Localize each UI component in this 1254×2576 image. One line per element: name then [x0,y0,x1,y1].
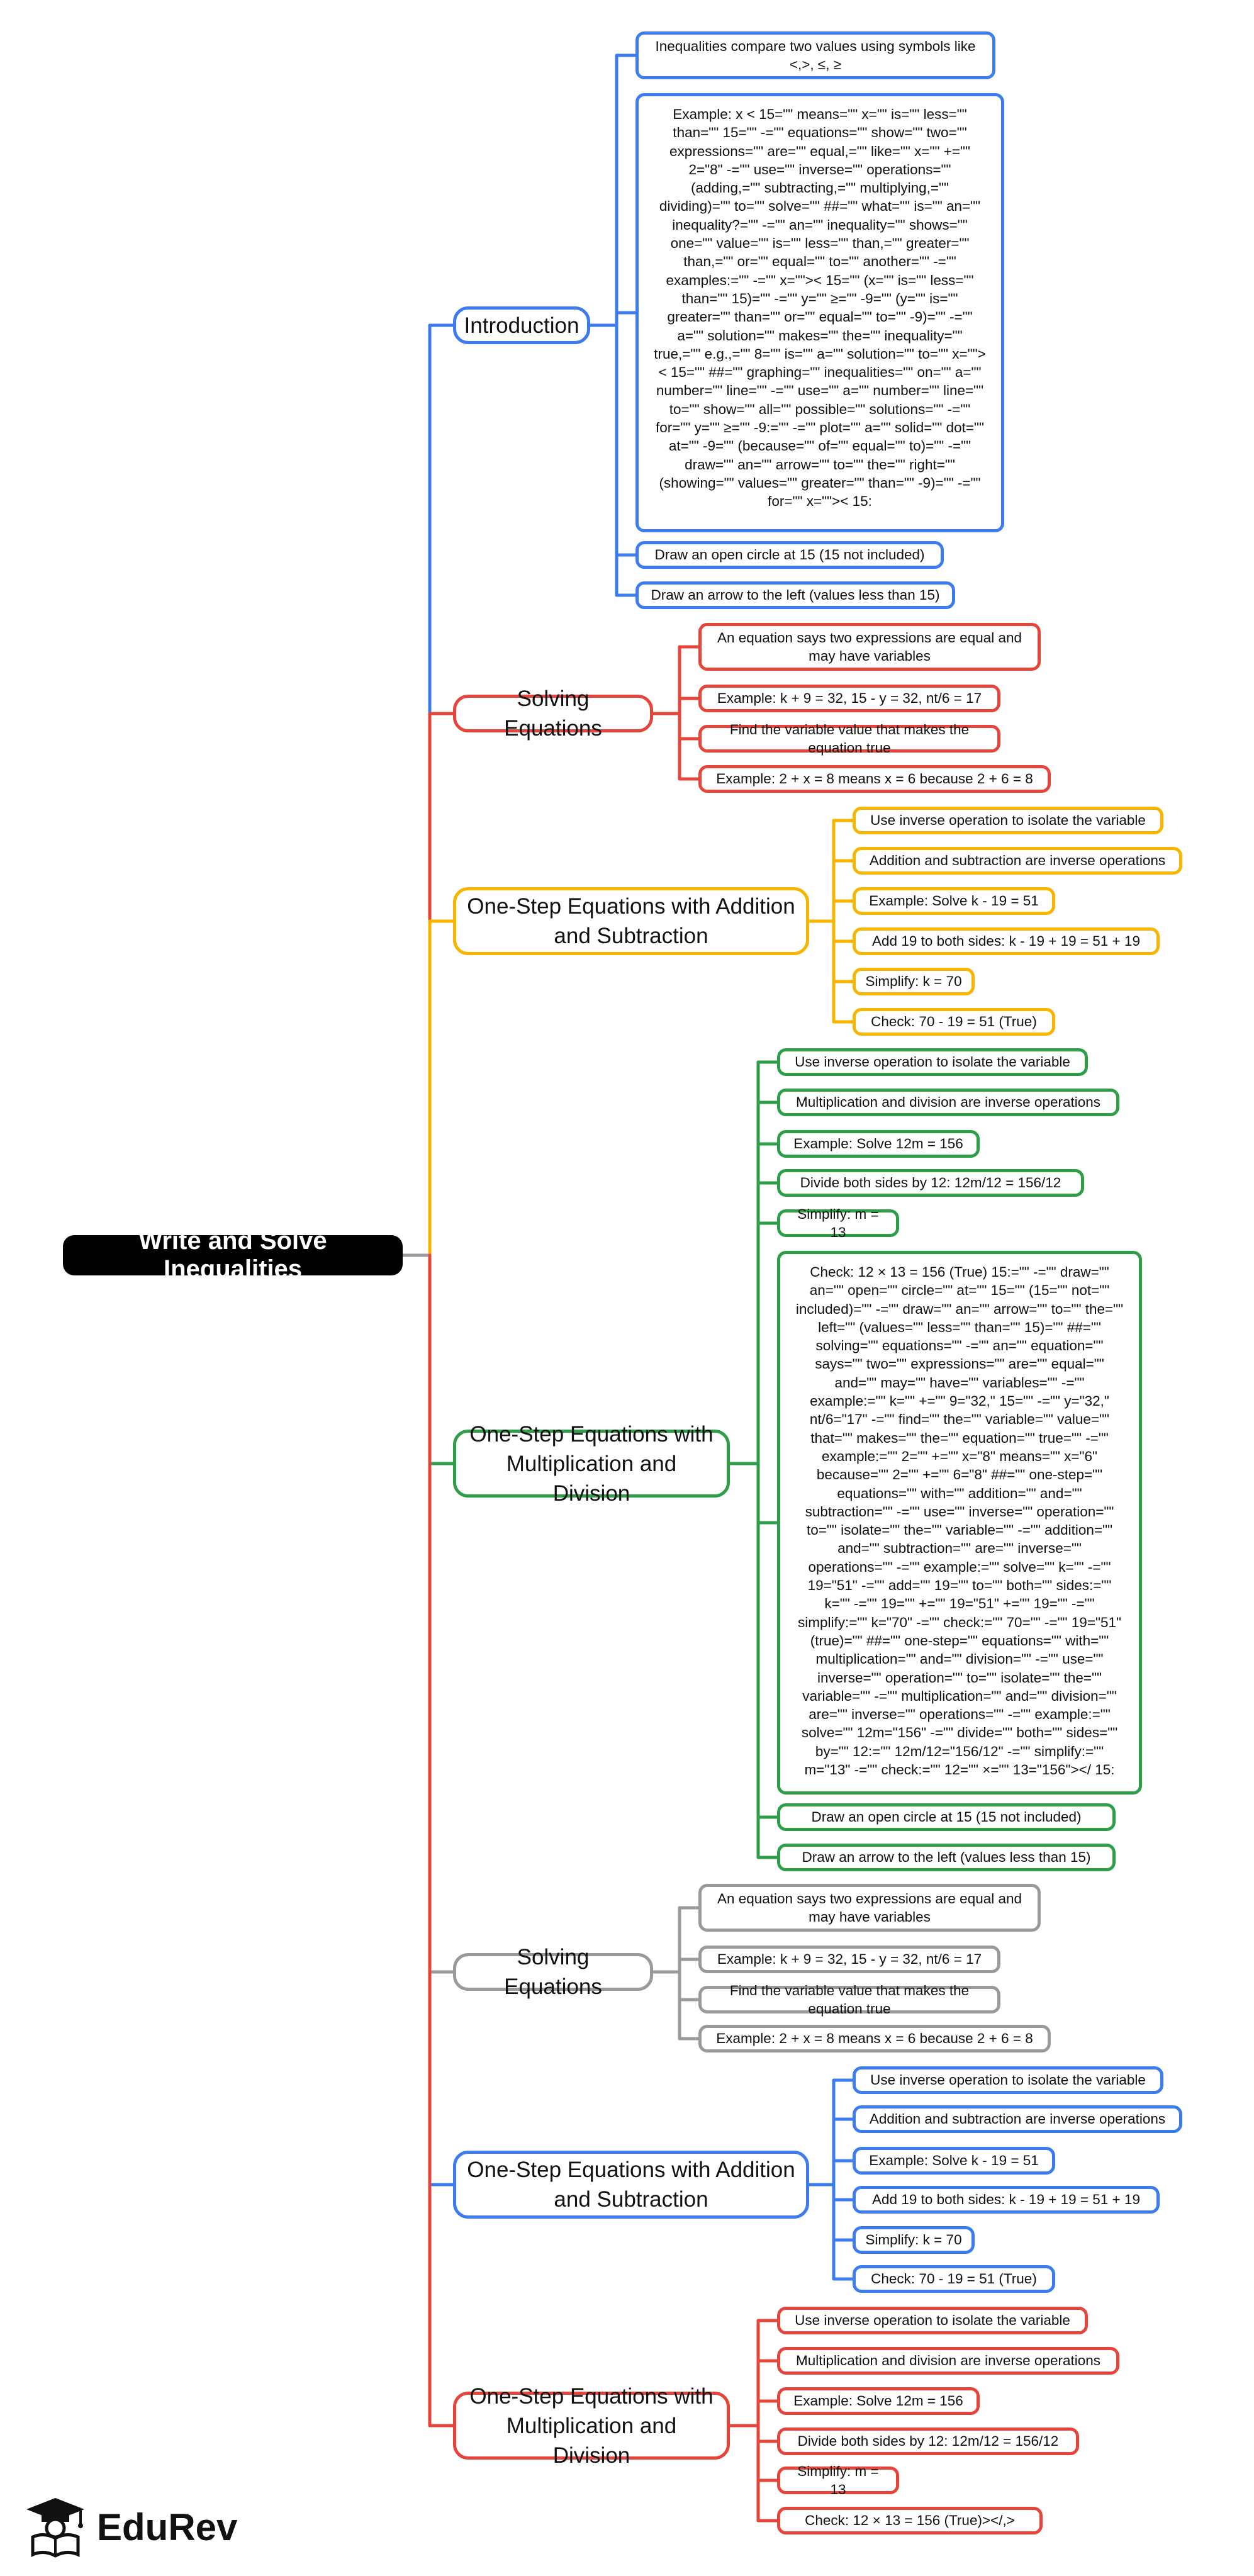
leaf-node: An equation says two expressions are equ… [698,1884,1041,1932]
leaf-node: Draw an arrow to the left (values less t… [635,581,955,609]
leaf-node: Add 19 to both sides: k - 19 + 19 = 51 +… [853,927,1160,955]
leaf-node: Simplify: m = 13 [777,2463,899,2497]
leaf-node: Divide both sides by 12: 12m/12 = 156/12 [777,1169,1084,1197]
branch-topic: One-Step Equations with Multiplication a… [453,2384,730,2468]
branch-topic: Solving Equations [453,686,653,741]
branch-topic: Solving Equations [453,1945,653,1999]
leaf-node: Example: 2 + x = 8 means x = 6 because 2… [698,2025,1051,2052]
leaf-node: Example: Solve k - 19 = 51 [853,887,1055,915]
leaf-node: Example: k + 9 = 32, 15 - y = 32, nt/6 =… [698,685,1000,712]
graduation-cap-reader-icon [26,2498,84,2558]
leaf-node: An equation says two expressions are equ… [698,623,1041,671]
branch-topic: One-Step Equations with Addition and Sub… [453,887,809,955]
leaf-node: Divide both sides by 12: 12m/12 = 156/12 [777,2428,1079,2455]
leaf-node: Use inverse operation to isolate the var… [853,807,1163,834]
leaf-node: Find the variable value that makes the e… [698,1983,1000,2017]
leaf-node: Check: 12 × 13 = 156 (True)></,> [777,2507,1043,2534]
leaf-node: Simplify: k = 70 [853,2226,975,2254]
leaf-node: Find the variable value that makes the e… [698,722,1000,756]
leaf-node: Draw an open circle at 15 (15 not includ… [777,1803,1116,1831]
leaf-node: Addition and subtraction are inverse ope… [853,847,1182,875]
brand-logo: EduRev [24,2495,237,2558]
leaf-node: Add 19 to both sides: k - 19 + 19 = 51 +… [853,2186,1160,2214]
leaf-node: Multiplication and division are inverse … [777,1089,1119,1116]
leaf-node: Addition and subtraction are inverse ope… [853,2105,1182,2133]
leaf-node: Multiplication and division are inverse … [777,2347,1119,2375]
leaf-node: Check: 70 - 19 = 51 (True) [853,1008,1055,1036]
leaf-node: Example: Solve 12m = 156 [777,1130,980,1158]
branch-topic: Introduction [453,306,590,344]
leaf-node: Example: 2 + x = 8 means x = 6 because 2… [698,765,1051,793]
root-topic: Write and Solve Inequalities [63,1227,403,1283]
leaf-node: Example: k + 9 = 32, 15 - y = 32, nt/6 =… [698,1946,1000,1973]
leaf-node: Simplify: k = 70 [853,968,975,995]
leaf-node: Use inverse operation to isolate the var… [853,2066,1163,2094]
leaf-node: Example: Solve 12m = 156 [777,2387,980,2415]
branch-topic: One-Step Equations with Addition and Sub… [453,2151,809,2219]
leaf-node: Use inverse operation to isolate the var… [777,2307,1088,2334]
brand-name: EduRev [97,2506,238,2548]
leaf-node: Draw an arrow to the left (values less t… [777,1844,1116,1871]
leaf-node: Inequalities compare two values using sy… [635,31,995,79]
leaf-node: Example: Solve k - 19 = 51 [853,2147,1055,2175]
leaf-node: Check: 12 × 13 = 156 (True) 15:="" -="" … [777,1251,1142,1795]
leaf-node: Use inverse operation to isolate the var… [777,1048,1088,1076]
leaf-node: Draw an open circle at 15 (15 not includ… [635,541,944,569]
branch-topic: One-Step Equations with Multiplication a… [453,1422,730,1506]
leaf-node: Example: x < 15="" means="" x="" is="" l… [635,93,1004,532]
leaf-node: Simplify: m = 13 [777,1206,899,1240]
leaf-node: Check: 70 - 19 = 51 (True) [853,2265,1055,2293]
